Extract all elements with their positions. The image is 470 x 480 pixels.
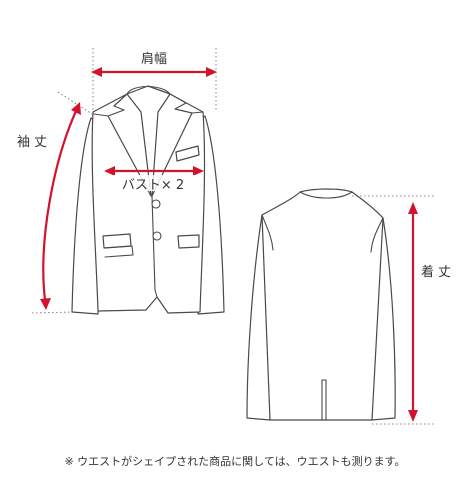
shoulder-width-label: 肩幅 xyxy=(141,51,167,67)
collar-band xyxy=(126,85,171,95)
bust-arrow-left xyxy=(104,166,115,176)
jacket-back-view xyxy=(246,188,396,421)
bust-label: バスト× 2 xyxy=(122,178,184,193)
left-pocket-welt xyxy=(103,245,134,258)
button-lower xyxy=(152,231,162,241)
shoulder-arrow-left xyxy=(91,67,102,77)
front-opening xyxy=(151,195,158,298)
bust-arrow-right xyxy=(193,166,204,176)
back-vent xyxy=(321,379,327,421)
bust-label-backdrop xyxy=(110,175,198,191)
sleeve-guide-bottom xyxy=(31,311,73,314)
shoulder-seam-right xyxy=(191,111,204,114)
right-pocket-flap xyxy=(177,234,200,249)
back-armhole-left xyxy=(261,214,274,251)
sleeve-length-line xyxy=(42,109,78,302)
button-upper xyxy=(151,199,161,209)
jacket-back-body xyxy=(261,188,384,421)
sleeve-arrow-top xyxy=(71,102,81,115)
shoulder-seam-left xyxy=(93,113,109,117)
body-arrow-top xyxy=(408,202,418,214)
body-arrow-bottom xyxy=(408,410,418,422)
shoulder-arrow-right xyxy=(206,67,217,77)
sleeve-length-label: 袖丈 xyxy=(17,135,51,150)
footnote: ※ ウエストがシェイプされた商品に関しては、ウエストも測ります。 xyxy=(64,454,405,468)
chest-pocket xyxy=(175,145,200,162)
back-collar xyxy=(299,191,353,199)
sleeve-guide-top xyxy=(57,91,93,115)
body-length-label: 着丈 xyxy=(421,264,455,280)
jacket-front-view xyxy=(71,85,225,315)
measurement-guides xyxy=(31,48,434,425)
back-armhole-right xyxy=(370,217,384,253)
measurement-arrows xyxy=(40,67,418,422)
sleeve-arrow-bottom xyxy=(40,298,51,310)
